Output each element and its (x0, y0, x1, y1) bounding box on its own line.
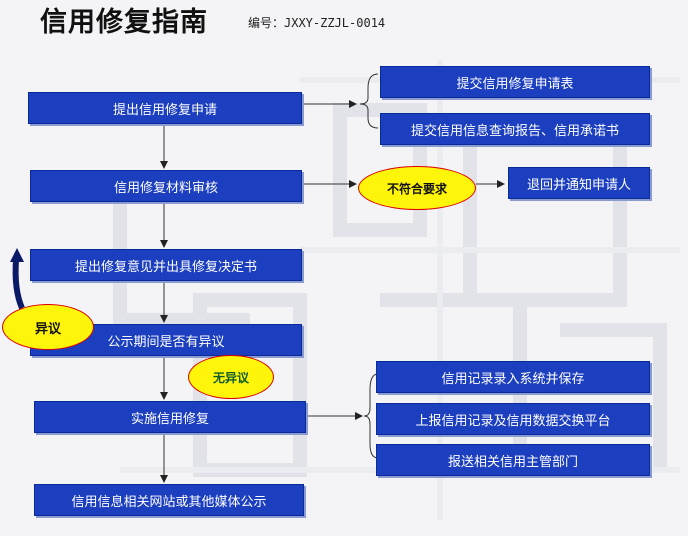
page-title: 信用修复指南 (40, 7, 208, 38)
label-no-objection: 无异议 (188, 355, 274, 399)
step-publish: 信用信息相关网站或其他媒体公示 (34, 484, 304, 516)
brace-implement (363, 373, 379, 459)
implement-branch-record: 信用记录录入系统并保存 (376, 361, 650, 393)
condition-not-qualified: 不符合要求 (358, 166, 476, 210)
objection-return-arrow (12, 259, 25, 310)
apply-branch-form: 提交信用修复申请表 (380, 66, 650, 98)
step-review: 信用修复材料审核 (30, 170, 302, 202)
implement-branch-upload: 上报信用记录及信用数据交换平台 (376, 403, 650, 435)
brace-apply (359, 73, 379, 129)
step-implement: 实施信用修复 (34, 401, 306, 433)
apply-branch-report: 提交信用信息查询报告、信用承诺书 (380, 113, 650, 145)
label-objection: 异议 (2, 304, 94, 350)
step-decision: 提出修复意见并出具修复决定书 (30, 249, 302, 281)
implement-branch-report: 报送相关信用主管部门 (376, 444, 650, 476)
result-return-notify: 退回并通知申请人 (508, 167, 650, 199)
document-code: 编号：JXXY-ZZJL-0014 (248, 16, 386, 30)
step-apply: 提出信用修复申请 (28, 92, 302, 124)
